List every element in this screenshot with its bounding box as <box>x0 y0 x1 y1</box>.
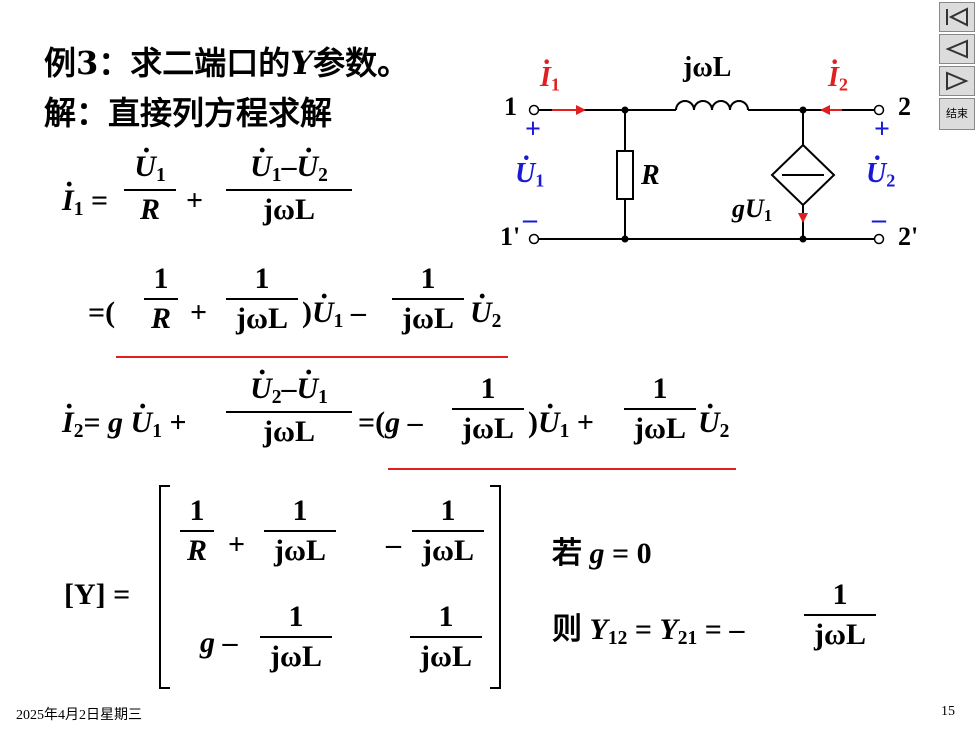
port-1-label: 1 <box>504 92 517 121</box>
i1-label: I1 <box>540 62 560 96</box>
red-underline-2 <box>388 468 736 470</box>
u2-label: U2 <box>866 158 895 192</box>
i1-arrow <box>576 105 586 115</box>
inductor-symbol <box>675 100 749 111</box>
matrix-brackets <box>159 485 501 689</box>
page-number: 15 <box>941 704 955 719</box>
next-slide-button[interactable] <box>939 66 975 96</box>
inductor-label: jωL <box>683 52 732 83</box>
first-slide-icon <box>946 7 968 27</box>
port-2p-terminal <box>873 233 885 245</box>
port-1-terminal <box>528 104 540 116</box>
u2-plus: + <box>874 114 890 145</box>
next-slide-icon <box>946 71 969 91</box>
solve-label: 解：直接列方程求解 <box>44 94 333 132</box>
resistor-symbol <box>616 150 634 200</box>
u1-label: U1 <box>515 158 544 192</box>
port-2p-label: 2' <box>898 222 919 251</box>
port-1p-terminal <box>528 233 540 245</box>
resistor-label: R <box>641 160 660 191</box>
u1-plus: + <box>525 114 541 145</box>
prev-slide-icon <box>945 39 968 59</box>
port-2-label: 2 <box>898 92 911 121</box>
i2-arrow <box>820 105 830 115</box>
source-label: gU1 <box>732 194 773 226</box>
end-show-button[interactable]: 结束 <box>939 98 975 130</box>
footer-date: 2025年4月2日星期三 <box>16 708 142 723</box>
i2-label: I2 <box>828 62 848 96</box>
port-2-terminal <box>873 104 885 116</box>
slide-title: 例3：求二端口的Y参数。 <box>44 44 410 82</box>
port-1p-label: 1' <box>500 222 521 251</box>
prev-slide-button[interactable] <box>939 34 975 64</box>
u2-minus: – <box>872 204 886 235</box>
u1-minus: – <box>523 204 537 235</box>
circuit-diagram <box>528 100 885 245</box>
first-slide-button[interactable] <box>939 2 975 32</box>
